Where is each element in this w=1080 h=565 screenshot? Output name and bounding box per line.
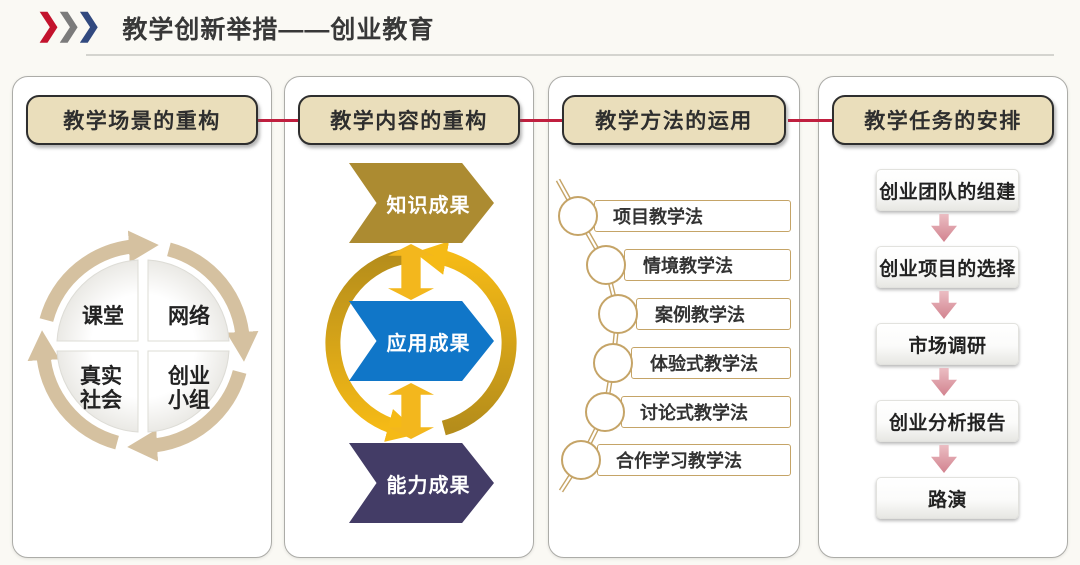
down-arrow-icon bbox=[931, 445, 957, 473]
quadrant-label: 课堂 bbox=[82, 304, 124, 328]
task-step: 市场调研 bbox=[876, 323, 1019, 365]
down-arrow-icon bbox=[931, 291, 957, 319]
connector-line bbox=[254, 119, 300, 122]
method-item: 情境教学法 bbox=[624, 249, 791, 281]
panel-title-content: 教学内容的重构 bbox=[298, 95, 520, 145]
quadrant-label: 创业小组 bbox=[168, 364, 210, 412]
level-arrow-label: 知识成果 bbox=[386, 194, 471, 217]
method-item: 讨论式教学法 bbox=[621, 396, 791, 428]
method-item: 案例教学法 bbox=[636, 298, 791, 330]
task-step: 创业分析报告 bbox=[876, 400, 1019, 442]
down-arrow-icon bbox=[931, 368, 957, 396]
method-item: 体验式教学法 bbox=[631, 347, 791, 379]
down-arrow-icon bbox=[931, 214, 957, 242]
circle-marker-icon bbox=[598, 294, 638, 334]
quadrant-label: 真实社会 bbox=[80, 364, 122, 412]
connector-line bbox=[788, 119, 834, 122]
chevron-icon: ❯ bbox=[76, 9, 101, 42]
circle-marker-icon bbox=[593, 343, 633, 383]
title-marker-icon: ❯ ❯ ❯ bbox=[36, 9, 101, 42]
task-step: 创业项目的选择 bbox=[876, 246, 1019, 288]
panel-title-scene: 教学场景的重构 bbox=[26, 95, 258, 145]
quadrant-label: 网络 bbox=[168, 304, 210, 328]
task-step: 创业团队的组建 bbox=[876, 169, 1019, 211]
cycle-arrows-icon bbox=[325, 241, 517, 442]
circle-marker-icon bbox=[585, 392, 625, 432]
panel-content: 教学内容的重构 知识成果 应用成果 能力成果 bbox=[284, 76, 534, 558]
title-divider bbox=[86, 54, 1054, 56]
task-step: 路演 bbox=[876, 477, 1019, 519]
panel-task: 教学任务的安排 创业团队的组建 创业项目的选择 市场调研 创业分析报告 路演 bbox=[818, 76, 1068, 558]
page-title: 教学创新举措——创业教育 bbox=[122, 16, 435, 44]
level-arrow-label: 应用成果 bbox=[386, 332, 471, 355]
panel-method: 教学方法的运用 项目教学法 情境教学法 案例教学法 体验式教学法 讨论式教学法 … bbox=[548, 76, 800, 558]
quadrant-cycle-icon bbox=[27, 230, 259, 462]
level-arrow-application: 应用成果 bbox=[349, 301, 494, 381]
connector-line bbox=[520, 119, 564, 122]
circle-marker-icon bbox=[561, 440, 601, 480]
title-row: ❯ ❯ ❯ 教学创新举措——创业教育 bbox=[36, 10, 434, 46]
circle-marker-icon bbox=[586, 245, 626, 285]
chevron-icon: ❯ bbox=[56, 9, 81, 42]
panel-title-task: 教学任务的安排 bbox=[832, 95, 1054, 145]
method-item: 项目教学法 bbox=[594, 200, 791, 232]
level-arrow-label: 能力成果 bbox=[386, 474, 471, 497]
chevron-icon: ❯ bbox=[36, 9, 61, 42]
panel-scene: 教学场景的重构 课堂 网络 bbox=[12, 76, 272, 558]
method-item: 合作学习教学法 bbox=[597, 444, 791, 476]
panel-title-method: 教学方法的运用 bbox=[562, 95, 786, 145]
circle-marker-icon bbox=[558, 196, 598, 236]
